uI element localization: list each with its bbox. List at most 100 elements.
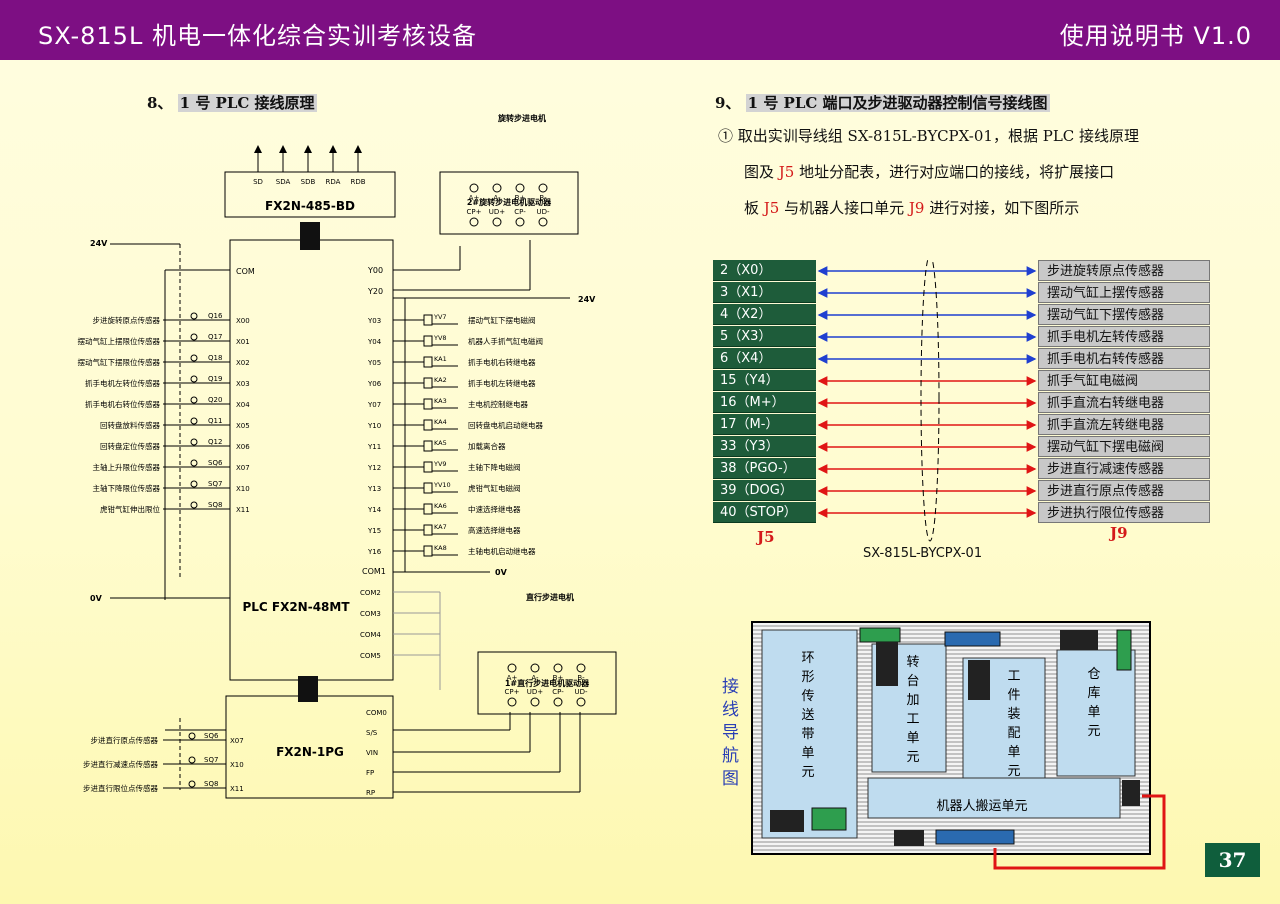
output-port-label: Y04 [367, 338, 382, 346]
output-device-label: YV7 [433, 313, 447, 321]
linear-driver-terminal-label: UD+ [527, 688, 544, 696]
input-sensor-label: 摆动气缸上摆限位传感器 [78, 336, 161, 346]
j5-pin: 15（Y4） [713, 370, 816, 391]
rotary-driver-terminal-label: A- [493, 194, 501, 202]
output-port-label: Y11 [367, 443, 381, 451]
j5-pin: 3（X1） [713, 282, 816, 303]
com-port-label: COM2 [360, 589, 381, 597]
conveyor-unit [761, 629, 858, 839]
section-9-number: 9、 [715, 94, 741, 112]
instr-text: 图及 [744, 163, 779, 181]
output-name-label: 中速选择继电器 [468, 504, 521, 514]
bd-terminal-sda: SDA [276, 178, 291, 186]
warehouse-label: 仓库单元 [1087, 667, 1100, 739]
linear-driver-terminal [553, 663, 563, 673]
input-sensor-label: 摆动气缸下摆限位传感器 [78, 357, 161, 367]
linear-driver-terminal [507, 663, 517, 673]
j5-pin: 40（STOP） [713, 502, 816, 523]
instruction-line-3: 板 J5 与机器人接口单元 J9 进行对接，如下图所示 [744, 190, 1234, 226]
input-port-label: X04 [236, 401, 250, 409]
input-port-label: X11 [236, 506, 250, 514]
bd-terminal-sdb: SDB [301, 178, 316, 186]
input-switch [190, 480, 198, 488]
instr-text: 与机器人接口单元 [779, 199, 909, 217]
output-device-label: KA1 [434, 355, 447, 363]
j9-signal: 步进旋转原点传感器 [1038, 260, 1210, 281]
output-coil [423, 398, 433, 410]
input-switch [190, 354, 198, 362]
input-device-label: Q16 [208, 312, 223, 320]
linear-driver-box [477, 651, 617, 715]
input-sensor-label: 虎钳气缸伸出限位 [100, 504, 160, 514]
rotary-driver-terminal [538, 183, 548, 193]
plc-label: PLC FX2N-48MT [242, 600, 350, 614]
linear-motor-label: 直行步进电机 [526, 592, 574, 602]
page-number: 37 [1205, 843, 1260, 877]
rotary-driver-terminal [492, 183, 502, 193]
turntable-unit [871, 643, 947, 773]
j9-signal: 抓手电机右转传感器 [1038, 348, 1210, 369]
input-port-label: X03 [236, 380, 250, 388]
j5-pin: 4（X2） [713, 304, 816, 325]
input-port-label: X10 [236, 485, 250, 493]
bd-box [224, 171, 396, 218]
input-device-label: Q12 [208, 438, 222, 446]
j9-signal: 抓手直流左转继电器 [1038, 414, 1210, 435]
linear-driver-terminal-label: A+ [507, 674, 518, 682]
input-port-label: X00 [236, 317, 250, 325]
header-title: SX-815L 机电一体化综合实训考核设备 [38, 22, 477, 50]
instruction-line-2: 图及 J5 地址分配表，进行对应端口的接线，将扩展接口 [744, 154, 1234, 190]
assembly-label: 工件装配单元 [1007, 669, 1020, 779]
input-sensor-label: 步进旋转原点传感器 [93, 315, 161, 325]
input-sensor-label: 抓手电机左转位传感器 [85, 378, 160, 388]
pg-input-port-label: X10 [230, 761, 244, 769]
output-device-label: KA2 [434, 376, 447, 384]
output-device-label: KA7 [434, 523, 447, 531]
pg-port-label: RP [366, 789, 375, 797]
output-coil [423, 419, 433, 431]
rotary-driver-terminal-label: B+ [515, 194, 526, 202]
linear-driver-terminal [576, 663, 586, 673]
output-port-label: Y05 [367, 359, 381, 367]
j5-label: J5 [757, 528, 775, 546]
section-8-number: 8、 [147, 94, 173, 112]
rotary-driver-terminal-label: A+ [469, 194, 480, 202]
output-coil [423, 524, 433, 536]
j9-label: J9 [1110, 524, 1128, 542]
section-8-heading: 8、 1 号 PLC 接线原理 [147, 92, 317, 113]
output-name-label: 抓手电机右转继电器 [468, 357, 536, 367]
output-name-label: 虎钳气缸电磁阀 [468, 483, 521, 493]
output-coil [423, 356, 433, 368]
input-sensor-label: 主轴上升限位传感器 [93, 462, 161, 472]
output-name-label: 高速选择继电器 [468, 525, 521, 535]
bd-terminal-rdb: RDB [350, 178, 365, 186]
input-port-label: X02 [236, 359, 250, 367]
instr-text: 板 [744, 199, 764, 217]
com-port-label: COM3 [360, 610, 381, 618]
header-manual-version: 使用说明书 V1.0 [1059, 22, 1252, 50]
output-device-label: KA5 [434, 439, 447, 447]
j9-signal: 摆动气缸下摆电磁阀 [1038, 436, 1210, 457]
instr-ref-j5: J5 [763, 199, 780, 217]
input-switch [190, 459, 198, 467]
rotary-driver-box [439, 171, 579, 235]
output-name-label: 主轴下降电磁阀 [468, 462, 521, 472]
input-device-label: Q19 [208, 375, 222, 383]
pg-input-sensor-label: 步进直行限位点传感器 [83, 783, 158, 793]
output-port-label: Y06 [367, 380, 382, 388]
pg-input-device-label: SQ8 [204, 780, 218, 788]
pg-port-label: S/S [366, 729, 378, 737]
robot-unit [867, 777, 1121, 819]
output-coil [423, 314, 433, 326]
input-switch [190, 417, 198, 425]
input-switch [190, 312, 198, 320]
j5-pin: 39（DOG） [713, 480, 816, 501]
rotary-driver-label: 2#旋转步进电机驱动器 [467, 197, 552, 207]
linear-driver-terminal [507, 697, 517, 707]
rotary-driver-terminal [469, 183, 479, 193]
v0-right-label: 0V [495, 568, 508, 577]
j5-pin: 16（M+） [713, 392, 816, 413]
output-port-label: Y15 [367, 527, 381, 535]
